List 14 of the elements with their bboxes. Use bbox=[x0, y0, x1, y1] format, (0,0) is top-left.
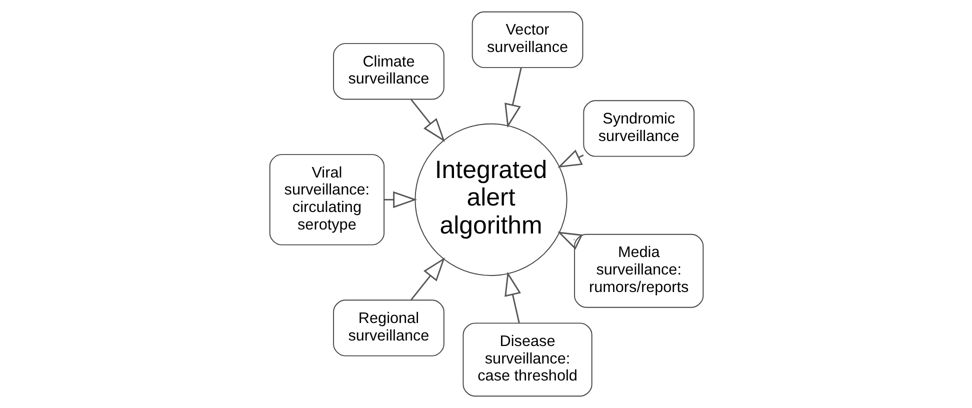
arrow bbox=[384, 191, 417, 208]
arrow bbox=[410, 257, 445, 300]
arrow bbox=[410, 99, 445, 142]
node-box: Vector surveillance bbox=[471, 11, 583, 68]
arrow bbox=[504, 272, 520, 324]
node-circle: Integrated alert algorithm bbox=[414, 123, 567, 276]
arrow bbox=[556, 232, 582, 250]
arrow bbox=[557, 150, 584, 168]
arrow bbox=[504, 67, 522, 128]
node-box: Regional surveillance bbox=[332, 300, 444, 356]
node-box: Viral surveillance: circulating serotype bbox=[268, 154, 384, 246]
node-box: Disease surveillance: case threshold bbox=[462, 322, 592, 397]
node-box: Syndromic surveillance bbox=[582, 100, 694, 157]
node-box: Climate surveillance bbox=[332, 43, 444, 100]
